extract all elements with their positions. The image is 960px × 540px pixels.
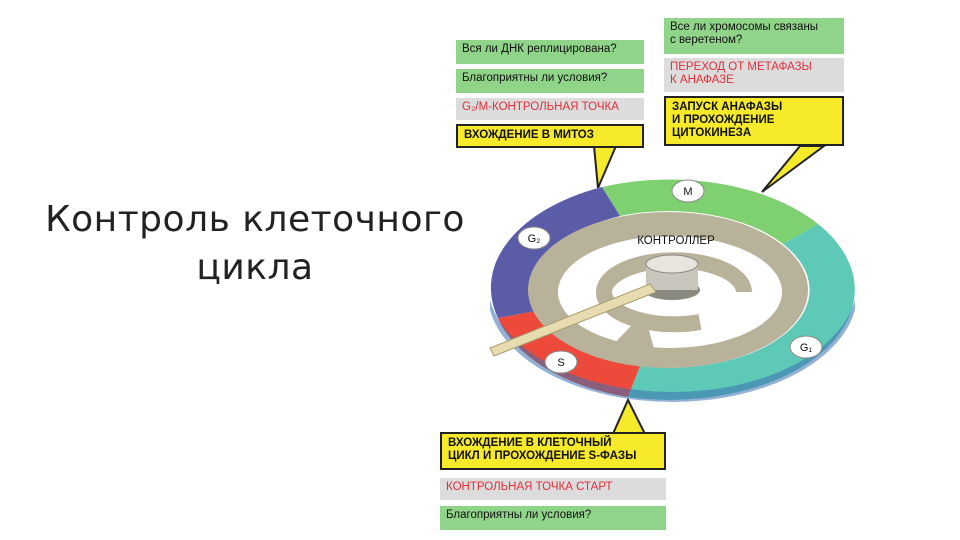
meta-checkpoint: ПЕРЕХОД ОТ МЕТАФАЗЫ К АНАФАЗЕ [664,58,844,92]
hub-top [645,254,699,274]
g2m-checkpoint: G₂/M-КОНТРОЛЬНАЯ ТОЧКА [456,98,644,120]
start-question-conditions: Благоприятны ли условия? [440,506,666,530]
phase-g2-label: G₂ [528,233,541,245]
start-callout-pointer [610,397,648,437]
phase-g1-label: G₁ [800,342,813,354]
g2-label-disc [517,226,551,250]
start-action: ВХОЖДЕНИЕ В КЛЕТОЧНЫЙ ЦИКЛ И ПРОХОЖДЕНИЕ… [440,432,666,470]
phase-m-label: M [683,186,692,198]
meta-checkpoint-line-1: ПЕРЕХОД ОТ МЕТАФАЗЫ [670,61,812,73]
start-action-line-2: ЦИКЛ И ПРОХОЖДЕНИЕ S-ФАЗЫ [448,450,637,462]
g2m-action: ВХОЖДЕНИЕ В МИТОЗ [456,124,644,148]
slide-title-line-1: Контроль клеточного [45,199,465,240]
meta-action: ЗАПУСК АНАФАЗЫ И ПРОХОЖДЕНИЕ ЦИТОКИНЕЗА [664,96,844,146]
g2m-callout-pointer [592,145,618,189]
meta-action-line-1: ЗАПУСК АНАФАЗЫ [672,101,783,113]
start-action-line-1: ВХОЖДЕНИЕ В КЛЕТОЧНЫЙ [448,437,612,449]
g2-phase-segment [490,187,620,318]
controller-hand [489,283,657,357]
meta-question-line-2: с веретеном? [670,34,743,46]
g1-label-disc [789,335,823,359]
g2m-question-conditions: Благоприятны ли условия? [456,69,644,93]
rotation-arrow-head [612,312,656,356]
m-label-disc [671,179,705,203]
start-checkpoint: КОНТРОЛЬНАЯ ТОЧКА СТАРТ [440,478,666,500]
g2m-question-dna: Вся ли ДНК реплицирована? [456,40,644,64]
s-label-disc [544,350,578,374]
meta-callout-pointer [761,145,828,193]
m-phase-segment [602,179,818,244]
meta-action-line-2: И ПРОХОЖДЕНИЕ [672,114,775,126]
meta-question: Все ли хромосомы связаны с веретеном? [664,18,844,54]
controller-label: КОНТРОЛЛЕР [637,235,715,247]
meta-question-line-1: Все ли хромосомы связаны [670,21,819,33]
meta-checkpoint-line-2: К АНАФАЗЕ [670,74,734,86]
phase-s-label: S [557,357,564,369]
slide-title-line-2: цикла [196,247,314,288]
meta-action-line-3: ЦИТОКИНЕЗА [672,127,752,139]
slide-title: Контроль клеточного цикла [40,196,470,292]
